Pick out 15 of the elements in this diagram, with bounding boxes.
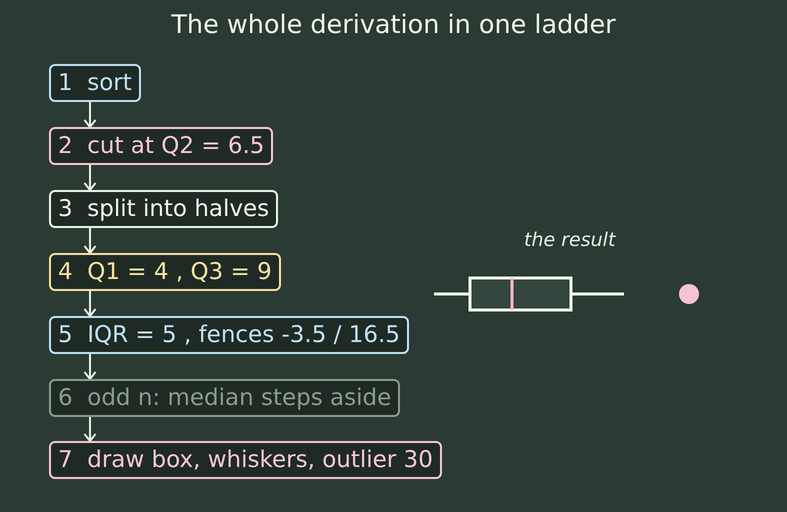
plot-caption: the result <box>524 228 616 253</box>
arrow <box>84 291 96 317</box>
arrow <box>84 354 96 380</box>
arrow <box>84 102 96 128</box>
process-step: 1 sort <box>49 64 141 102</box>
arrow <box>84 165 96 191</box>
arrow <box>84 228 96 254</box>
process-step: 6 odd n: median steps aside <box>49 379 400 417</box>
diagram-title: The whole derivation in one ladder <box>170 9 617 42</box>
process-step: 4 Q1 = 4 , Q3 = 9 <box>49 253 281 291</box>
arrow <box>84 417 96 442</box>
process-step: 5 IQR = 5 , fences -3.5 / 16.5 <box>49 316 409 354</box>
process-step: 2 cut at Q2 = 6.5 <box>49 127 274 165</box>
process-step: 3 split into halves <box>49 190 278 228</box>
process-step: 7 draw box, whiskers, outlier 30 <box>49 441 442 479</box>
